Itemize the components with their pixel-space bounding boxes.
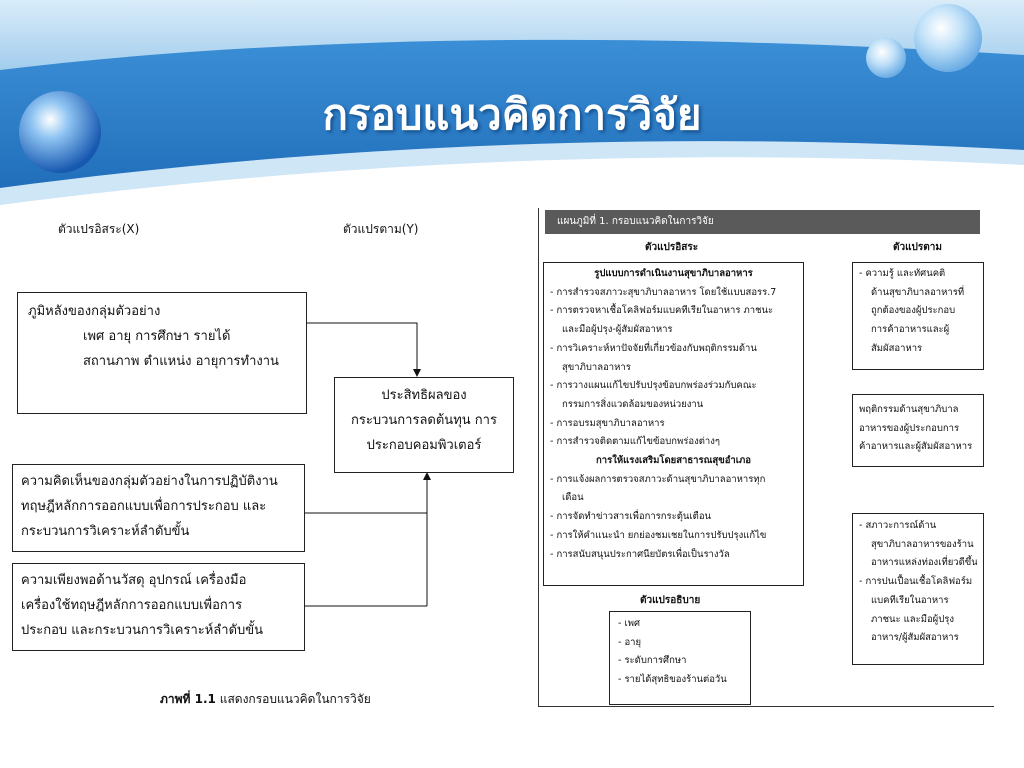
list-item: การวิเคราะห์หาปัจจัยที่เกี่ยวข้องกับพฤติ…: [550, 340, 797, 359]
box-line: ประสิทธิผลของ: [381, 388, 467, 403]
box-line: ทฤษฎีหลักการออกแบบเพื่อการประกอบ และ: [21, 499, 267, 514]
box-line: ถูกต้องของผู้ประกอบ: [871, 305, 956, 317]
list-item: การตรวจหาเชื้อโคลิฟอร์มแบคทีเรียในอาหาร …: [550, 302, 797, 321]
box-line: เพศ อายุ การศึกษา รายได้: [83, 329, 231, 344]
figure-independent-label: ตัวแปรอิสระ: [645, 242, 699, 253]
background-variables-box: ภูมิหลังของกลุ่มตัวอย่าง เพศ อายุ การศึก…: [17, 292, 307, 414]
list-item-continued: กรรมการสิ่งแวดล้อมของหน่วยงาน: [562, 398, 704, 410]
box-line: อาหารของผู้ประกอบการ: [859, 422, 960, 434]
caption-text: แสดงกรอบแนวคิดในการวิจัย: [215, 692, 371, 706]
behavior-box: พฤติกรรมด้านสุขาภิบาล อาหารของผู้ประกอบก…: [852, 394, 984, 467]
box-line: ประกอบ และกระบวนการวิเคราะห์ลำดับขั้น: [21, 623, 264, 638]
effectiveness-result-box: ประสิทธิผลของ กระบวนการลดต้นทุน การ ประก…: [334, 377, 514, 473]
box-line: กระบวนการวิเคราะห์ลำดับขั้น: [21, 524, 190, 539]
list-item: ระดับการศึกษา: [618, 652, 742, 671]
box-line: การค้าอาหารและผู้: [871, 324, 950, 336]
knowledge-attitude-box: ความรู้ และทัศนคติ ด้านสุขาภิบาลอาหารที่…: [852, 262, 984, 370]
list-item: รายได้สุทธิของร้านต่อวัน: [618, 671, 742, 690]
decorative-orb-right-large: [914, 4, 982, 72]
figure-header: แผนภูมิที่ 1. กรอบแนวคิดในการวิจัย: [545, 210, 980, 234]
box-line: อาหาร/ผู้สัมผัสอาหาร: [871, 632, 959, 644]
box-line: สภาวะการณ์ด้าน: [859, 517, 977, 536]
list-item: การอบรมสุขาภิบาลอาหาร: [550, 415, 797, 434]
explanatory-variables-box: เพศ อายุ ระดับการศึกษา รายได้สุทธิของร้า…: [609, 611, 751, 705]
header-banner: [0, 0, 1024, 205]
box-line: สัมผัสอาหาร: [871, 342, 923, 354]
list-item: การวางแผนแก้ไขปรับปรุงข้อบกพร่องร่วมกับค…: [550, 377, 797, 396]
box-line: พฤติกรรมด้านสุขาภิบาล: [859, 404, 959, 415]
dependent-variable-label: ตัวแปรตาม(Y): [343, 222, 419, 236]
box-heading: รูปแบบการดำเนินงานสุขาภิบาลอาหาร: [594, 268, 753, 279]
box-line: ความรู้ และทัศนคติ: [859, 265, 977, 284]
operation-model-box: รูปแบบการดำเนินงานสุขาภิบาลอาหาร การสำรว…: [543, 262, 804, 586]
list-item: เพศ: [618, 615, 742, 634]
box-line: สถานภาพ ตำแหน่ง อายุการทำงาน: [83, 354, 279, 369]
box-line: ค้าอาหารและผู้สัมผัสอาหาร: [859, 441, 973, 453]
list-item: การแจ้งผลการตรวจสภาวะด้านสุขาภิบาลอาหารท…: [550, 471, 797, 490]
box-heading: การให้แรงเสริมโดยสาธารณสุขอำเภอ: [596, 455, 751, 467]
box-line: ประกอบคอมพิวเตอร์: [366, 438, 482, 453]
decorative-orb-left: [19, 91, 101, 173]
box-line: แบคทีเรียในอาหาร: [871, 594, 949, 606]
list-item-continued: เดือน: [562, 492, 584, 504]
list-item-continued: และมือผู้ปรุง-ผู้สัมผัสอาหาร: [562, 324, 673, 336]
list-item: การสนับสนุนประกาศนียบัตรเพื่อเป็นรางวัล: [550, 546, 797, 565]
list-item: อายุ: [618, 634, 742, 653]
sufficiency-variables-box: ความเพียงพอด้านวัสดุ อุปกรณ์ เครื่องมือ …: [12, 563, 305, 651]
box-line: อาหารแหล่งท่องเที่ยวดีขึ้น: [871, 557, 977, 569]
box-line: เครื่องใช้ทฤษฎีหลักการออกแบบเพื่อการ: [21, 598, 243, 613]
box-line: ความคิดเห็นของกลุ่มตัวอย่างในการปฏิบัติง…: [21, 474, 278, 489]
list-item: การให้คำแนะนำ ยกย่องชมเชยในการปรับปรุงแก…: [550, 527, 797, 546]
list-item: การสำรวจติดตามแก้ไขข้อบกพร่องต่างๆ: [550, 433, 797, 452]
list-item: การจัดทำข่าวสารเพื่อการกระตุ้นเตือน: [550, 508, 797, 527]
box-line: กระบวนการลดต้นทุน การ: [351, 413, 497, 428]
box-line: การปนเปื้อนเชื้อโคลิฟอร์ม: [859, 573, 977, 592]
figure-dependent-label: ตัวแปรตาม: [893, 242, 942, 253]
decorative-orb-right-small: [866, 38, 906, 78]
list-item-continued: สุขาภิบาลอาหาร: [562, 361, 631, 373]
independent-variable-label: ตัวแปรอิสระ(X): [58, 222, 140, 236]
box-line: ภูมิหลังของกลุ่มตัวอย่าง: [28, 304, 161, 319]
box-line: ด้านสุขาภิบาลอาหารที่: [871, 286, 965, 298]
page-title: กรอบแนวคิดการวิจัย: [322, 90, 702, 139]
opinion-variables-box: ความคิดเห็นของกลุ่มตัวอย่างในการปฏิบัติง…: [12, 464, 305, 552]
box-line: สุขาภิบาลอาหารของร้าน: [871, 538, 974, 550]
figure-explanatory-label: ตัวแปรอธิบาย: [640, 595, 701, 606]
box-line: ภาชนะ และมือผู้ปรุง: [871, 613, 955, 625]
caption-number: ภาพที่ 1.1: [160, 692, 216, 706]
box-line: ความเพียงพอด้านวัสดุ อุปกรณ์ เครื่องมือ: [21, 573, 247, 588]
figure-caption: ภาพที่ 1.1 แสดงกรอบแนวคิดในการวิจัย: [160, 690, 371, 709]
list-item: การสำรวจสภาวะสุขาภิบาลอาหาร โดยใช้แบบสอร…: [550, 284, 797, 303]
situation-outcome-box: สภาวะการณ์ด้าน สุขาภิบาลอาหารของร้าน อาห…: [852, 513, 984, 665]
